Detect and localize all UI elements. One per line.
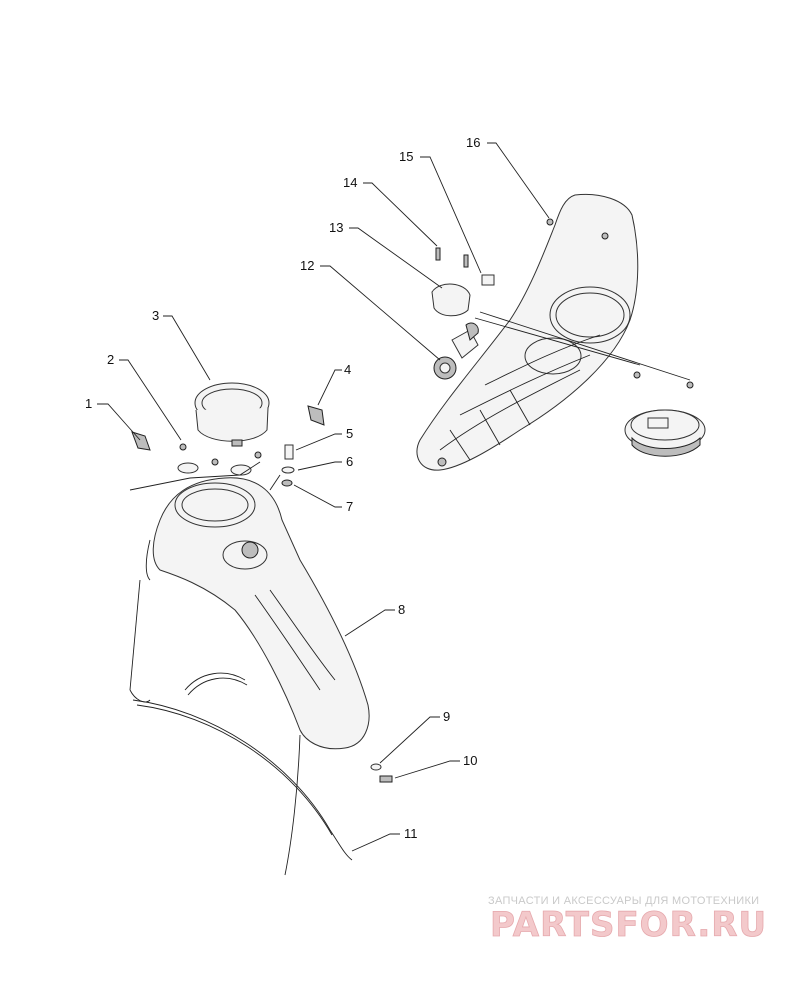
- callout-13: 13: [329, 220, 343, 235]
- callout-labels: 1 2 3 4 5 6 7 8 9 10 11 12 13 14 15 16: [85, 135, 480, 841]
- callout-14: 14: [343, 175, 357, 190]
- callout-9: 9: [443, 709, 450, 724]
- inner-cover-assembly: [416, 193, 639, 471]
- front-cover-assembly: [129, 477, 370, 876]
- callout-11: 11: [404, 826, 418, 841]
- callout-7: 7: [346, 499, 353, 514]
- callout-4: 4: [344, 362, 351, 377]
- watermark-tagline: ЗАПЧАСТИ И АКСЕССУАРЫ ДЛЯ МОТОТЕХНИКИ: [488, 895, 759, 907]
- meter-part-right: [624, 409, 706, 457]
- callout-10: 10: [463, 753, 477, 768]
- callout-15: 15: [399, 149, 413, 164]
- watermark-logo: PARTSFOR.RU: [490, 905, 767, 945]
- watermark: ЗАПЧАСТИ И АКСЕССУАРЫ ДЛЯ МОТОТЕХНИКИ PA…: [488, 895, 767, 945]
- speedometer-part: [194, 382, 270, 447]
- callout-6: 6: [346, 454, 353, 469]
- callout-1: 1: [85, 396, 92, 411]
- callout-8: 8: [398, 602, 405, 617]
- callout-2: 2: [107, 352, 114, 367]
- callout-5: 5: [346, 426, 353, 441]
- small-parts-right: [431, 218, 694, 389]
- callout-3: 3: [152, 308, 159, 323]
- leader-lines: [97, 142, 691, 852]
- callout-12: 12: [300, 258, 314, 273]
- callout-16: 16: [466, 135, 480, 150]
